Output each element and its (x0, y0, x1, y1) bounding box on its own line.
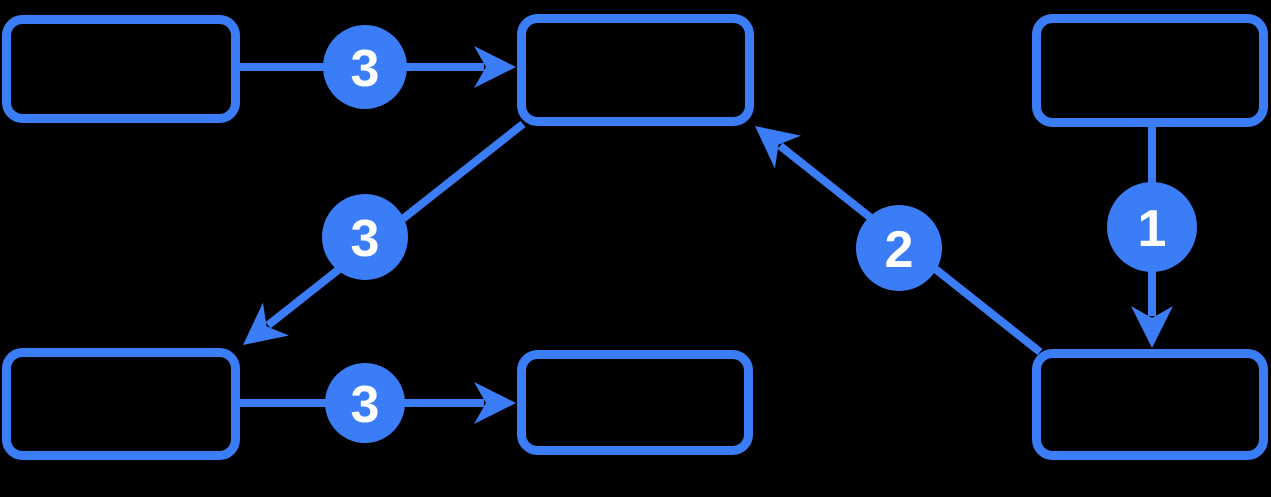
badge-circle (325, 363, 405, 443)
badge-circle (322, 194, 408, 280)
arrow-head-icon (474, 382, 516, 424)
node-box (1032, 349, 1268, 460)
node-top-left[interactable] (2, 15, 240, 123)
node-bottom-right[interactable] (1032, 349, 1268, 460)
edge-badge-2-edge-bottom-right-to-top-middle[interactable]: 2 (856, 205, 942, 291)
badge-circle (323, 25, 407, 109)
badge-label: 3 (351, 210, 380, 268)
node-bottom-left[interactable] (2, 348, 240, 460)
badge-circle (856, 205, 942, 291)
badges-layer: 3 3 3 2 1 (322, 25, 1197, 443)
node-top-right[interactable] (1032, 14, 1268, 127)
node-box (1032, 14, 1268, 127)
edge-badge-1-edge-top-right-to-bottom-right[interactable]: 1 (1107, 182, 1197, 272)
node-box (2, 348, 240, 460)
node-top-middle[interactable] (517, 14, 754, 126)
arrow-head-icon (243, 302, 289, 345)
node-bottom-middle[interactable] (517, 350, 753, 455)
badge-label: 1 (1138, 200, 1167, 258)
badge-circle (1107, 182, 1197, 272)
node-box (517, 350, 753, 455)
edge-badge-3-edge-bottom-left-to-bottom-middle[interactable]: 3 (325, 363, 405, 443)
badge-label: 2 (885, 221, 914, 279)
badge-label: 3 (351, 376, 380, 434)
nodes-layer (2, 14, 1268, 460)
node-box (2, 15, 240, 123)
arrow-head-icon (1131, 306, 1173, 348)
arrow-head-icon (474, 46, 516, 88)
node-box (517, 14, 754, 126)
badge-label: 3 (351, 40, 380, 98)
edge-badge-3-edge-top-middle-to-bottom-left[interactable]: 3 (322, 194, 408, 280)
arrow-head-icon (755, 126, 801, 169)
edge-badge-3-edge-top-left-to-top-middle[interactable]: 3 (323, 25, 407, 109)
